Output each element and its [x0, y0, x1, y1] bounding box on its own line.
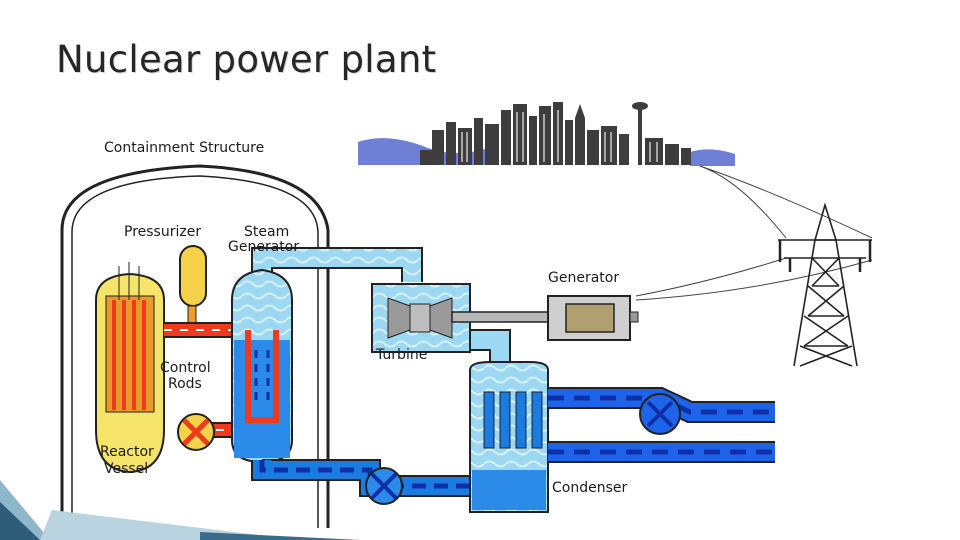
pressurizer-label: Pressurizer — [124, 224, 201, 240]
steam-generator-label-1: Steam — [244, 224, 289, 240]
pump-icon — [639, 393, 681, 435]
city-skyline-icon — [358, 102, 735, 166]
reactor-vessel-label-2: Vessel — [104, 461, 148, 477]
turbine-icon — [371, 283, 471, 353]
power-lines — [635, 165, 873, 301]
pressurizer — [179, 245, 207, 327]
power-pylon-icon — [778, 202, 872, 367]
containment-structure — [60, 164, 330, 528]
reactor-vessel-label-1: Reactor — [100, 444, 154, 460]
control-rods-label-2: Rods — [168, 376, 202, 392]
condenser-label: Condenser — [552, 480, 627, 496]
reactor-vessel — [95, 262, 165, 474]
slide-title: Nuclear power plant — [56, 38, 437, 81]
turbine-label: Turbine — [375, 347, 427, 363]
containment-label: Containment Structure — [104, 140, 264, 156]
control-rods-label-1: Control — [160, 360, 211, 376]
pump-icon — [177, 413, 215, 451]
generator-icon — [451, 295, 639, 341]
slide-corner-decoration — [0, 480, 360, 540]
condenser — [469, 361, 549, 513]
generator-label: Generator — [548, 270, 619, 286]
steam-generator-label-2: Generator — [228, 239, 299, 255]
pump-icon — [365, 467, 403, 505]
feedwater-line — [251, 459, 470, 497]
steam-generator — [231, 268, 293, 464]
